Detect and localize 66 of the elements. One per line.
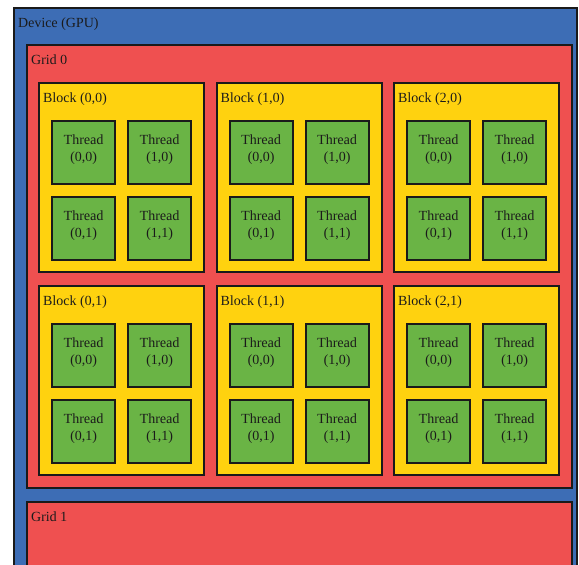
thread-label: Thread (0,0)	[62, 132, 104, 166]
grid-label: Grid 1	[31, 509, 68, 526]
thread-label: Thread (0,0)	[240, 335, 282, 369]
block-box	[393, 82, 560, 273]
block-label: Block (0,1)	[43, 293, 107, 310]
thread-box	[304, 323, 370, 388]
block-label: Block (1,1)	[220, 293, 284, 310]
thread-box	[51, 323, 116, 388]
thread-box	[127, 120, 192, 185]
thread-label: Thread (1,0)	[138, 335, 180, 369]
thread-label: Thread (1,1)	[316, 208, 358, 242]
thread-label: Thread (0,1)	[62, 411, 104, 445]
block-box	[393, 285, 560, 476]
block-box	[38, 285, 205, 476]
block-box	[38, 82, 205, 273]
grid-label: Grid 0	[31, 52, 68, 69]
thread-box	[127, 196, 192, 261]
thread-label: Thread (1,0)	[316, 132, 358, 166]
thread-label: Thread (1,1)	[138, 411, 180, 445]
grid-box	[26, 501, 573, 565]
thread-label: Thread (1,1)	[316, 411, 358, 445]
thread-box	[406, 399, 471, 464]
block-label: Block (2,1)	[398, 293, 462, 310]
thread-label: Thread (0,0)	[418, 335, 460, 369]
thread-label: Thread (0,1)	[62, 208, 104, 242]
thread-box	[304, 399, 370, 464]
block-box	[216, 285, 382, 476]
thread-box	[482, 323, 547, 388]
thread-box	[228, 120, 294, 185]
thread-label: Thread (1,0)	[316, 335, 358, 369]
thread-box	[482, 120, 547, 185]
thread-label: Thread (1,0)	[494, 335, 536, 369]
thread-box	[406, 196, 471, 261]
thread-label: Thread (0,1)	[240, 208, 282, 242]
thread-label: Thread (0,0)	[62, 335, 104, 369]
thread-label: Thread (0,1)	[418, 208, 460, 242]
thread-box	[482, 399, 547, 464]
thread-box	[482, 196, 547, 261]
block-label: Block (0,0)	[43, 90, 107, 107]
thread-box	[228, 323, 294, 388]
thread-box	[127, 399, 192, 464]
thread-label: Thread (0,1)	[240, 411, 282, 445]
thread-label: Thread (1,0)	[494, 132, 536, 166]
thread-box	[127, 323, 192, 388]
thread-label: Thread (0,1)	[418, 411, 460, 445]
block-box	[216, 82, 382, 273]
thread-box	[304, 120, 370, 185]
thread-label: Thread (1,1)	[138, 208, 180, 242]
thread-box	[406, 120, 471, 185]
device-label: Device (GPU)	[18, 15, 98, 32]
thread-box	[228, 196, 294, 261]
thread-label: Thread (0,0)	[240, 132, 282, 166]
thread-box	[304, 196, 370, 261]
thread-label: Thread (1,1)	[494, 411, 536, 445]
block-label: Block (1,0)	[220, 90, 284, 107]
device-box	[13, 7, 578, 565]
thread-label: Thread (0,0)	[418, 132, 460, 166]
thread-box	[51, 120, 116, 185]
grid-box	[26, 44, 573, 489]
thread-box	[51, 399, 116, 464]
thread-box	[406, 323, 471, 388]
thread-box	[51, 196, 116, 261]
thread-label: Thread (1,0)	[138, 132, 180, 166]
thread-box	[228, 399, 294, 464]
block-label: Block (2,0)	[398, 90, 462, 107]
thread-label: Thread (1,1)	[494, 208, 536, 242]
